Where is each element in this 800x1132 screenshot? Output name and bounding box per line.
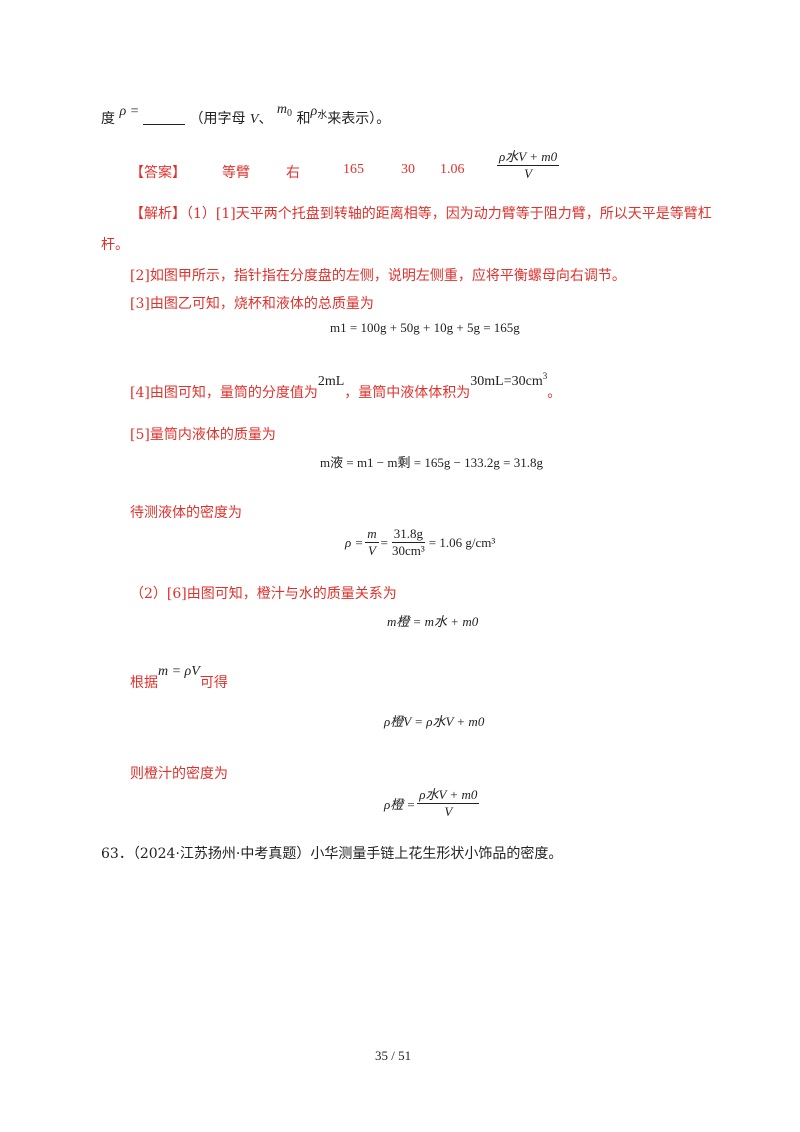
equation-mass-relation: m橙 = m水 + m0 [387, 614, 479, 629]
equation-liquid-mass: m液 = m1 − m剩 = 165g − 133.2g = 31.8g [320, 455, 543, 470]
analysis-p4-end: 。 [547, 385, 562, 401]
answer-frac-denominator: V [524, 166, 533, 182]
equation-total-mass: m1 = 100g + 50g + 10g + 5g = 165g [330, 320, 520, 335]
analysis-para-2: [2]如图甲所示，指针指在分度盘的左侧，说明左侧重，应将平衡螺母向右调节。 [130, 268, 626, 284]
analysis-para-5: [5]量筒内液体的质量为 [130, 427, 276, 443]
var-v: V [249, 112, 259, 127]
density-frac1-num: m [365, 526, 379, 544]
analysis-para-8: 根据m = ρV可得 [130, 664, 228, 692]
answer-item-5: 1.06 [440, 162, 465, 177]
answer-item-2: 右 [286, 165, 300, 181]
answer-item-4: 30 [401, 162, 415, 177]
analysis-para-7: （2）[6]由图可知，橙汁与水的质量关系为 [130, 586, 397, 602]
equation-orange-volume: ρ橙V = ρ水V + m0 [384, 714, 485, 729]
q-prefix: 度 [101, 111, 115, 127]
orange-density-num: ρ水V + m0 [417, 787, 480, 805]
analysis-p4-a: [4]由图可知，量筒的分度值为 [130, 385, 318, 401]
and-word: 和 [296, 111, 311, 127]
analysis-p1-text: （1）[1]天平两个托盘到转轴的距离相等，因为动力臂等于阻力臂，所以天平是等臂杠 [186, 206, 712, 222]
analysis-para-6: 待测液体的密度为 [130, 505, 242, 521]
rho-water-subscript: 水 [317, 110, 328, 121]
analysis-label: 【解析】 [130, 206, 186, 222]
m0-symbol: m [276, 102, 288, 117]
volume-value: 30mL=30cm [470, 374, 543, 389]
q-hint-text: （用字母 [189, 111, 246, 127]
answer-fraction: ρ水V + m0 V [495, 149, 561, 182]
analysis-para-9: 则橙汁的密度为 [130, 766, 228, 782]
answer-item-3: 165 [343, 162, 364, 177]
rho-symbol: ρ [119, 104, 127, 119]
separator: 、 [258, 111, 273, 127]
analysis-p4-b: ，量筒中液体体积为 [344, 385, 471, 401]
answer-blank [143, 110, 185, 125]
orange-density-den: V [444, 804, 453, 820]
answer-item-1: 等臂 [222, 165, 250, 181]
density-formula: m = ρV [158, 664, 200, 679]
volume-exponent: 3 [542, 371, 548, 381]
density-frac2-num: 31.8g [391, 526, 426, 544]
next-question: 63．（2024·江苏扬州·中考真题）小华测量手链上花生形状小饰品的密度。 [101, 846, 563, 862]
answer-label: 【答案】 [130, 165, 186, 181]
analysis-para-3: [3]由图乙可知，烧杯和液体的总质量为 [130, 296, 374, 312]
division-value: 2mL [317, 374, 345, 389]
page-number: 35 / 51 [375, 1048, 412, 1063]
q-suffix: 来表示）。 [327, 111, 391, 127]
answer-frac-numerator: ρ水V + m0 [497, 149, 560, 167]
analysis-p8-a: 根据 [130, 675, 158, 691]
analysis-para-4: [4]由图可知，量筒的分度值为2mL，量筒中液体体积为30mL=30cm3 。 [130, 371, 562, 402]
density-frac2-den: 30cm³ [392, 543, 425, 559]
orange-density-lhs: ρ橙 = [384, 797, 416, 813]
analysis-para-1: 【解析】（1）[1]天平两个托盘到转轴的距离相等，因为动力臂等于阻力臂，所以天平… [130, 203, 712, 223]
analysis-para-1-cont: 杆。 [101, 237, 129, 253]
m0-subscript: 0 [287, 108, 293, 119]
question-tail: 度 ρ = （用字母 V、 m0 和ρ水来表示）。 [101, 102, 391, 129]
density-lhs: ρ = [345, 534, 364, 550]
density-rhs: = 1.06 g/cm³ [428, 534, 496, 550]
analysis-p8-b: 可得 [199, 675, 228, 691]
density-frac1-den: V [367, 543, 376, 559]
equals-sign: = [130, 104, 139, 119]
rho-water-symbol: ρ [310, 104, 318, 119]
